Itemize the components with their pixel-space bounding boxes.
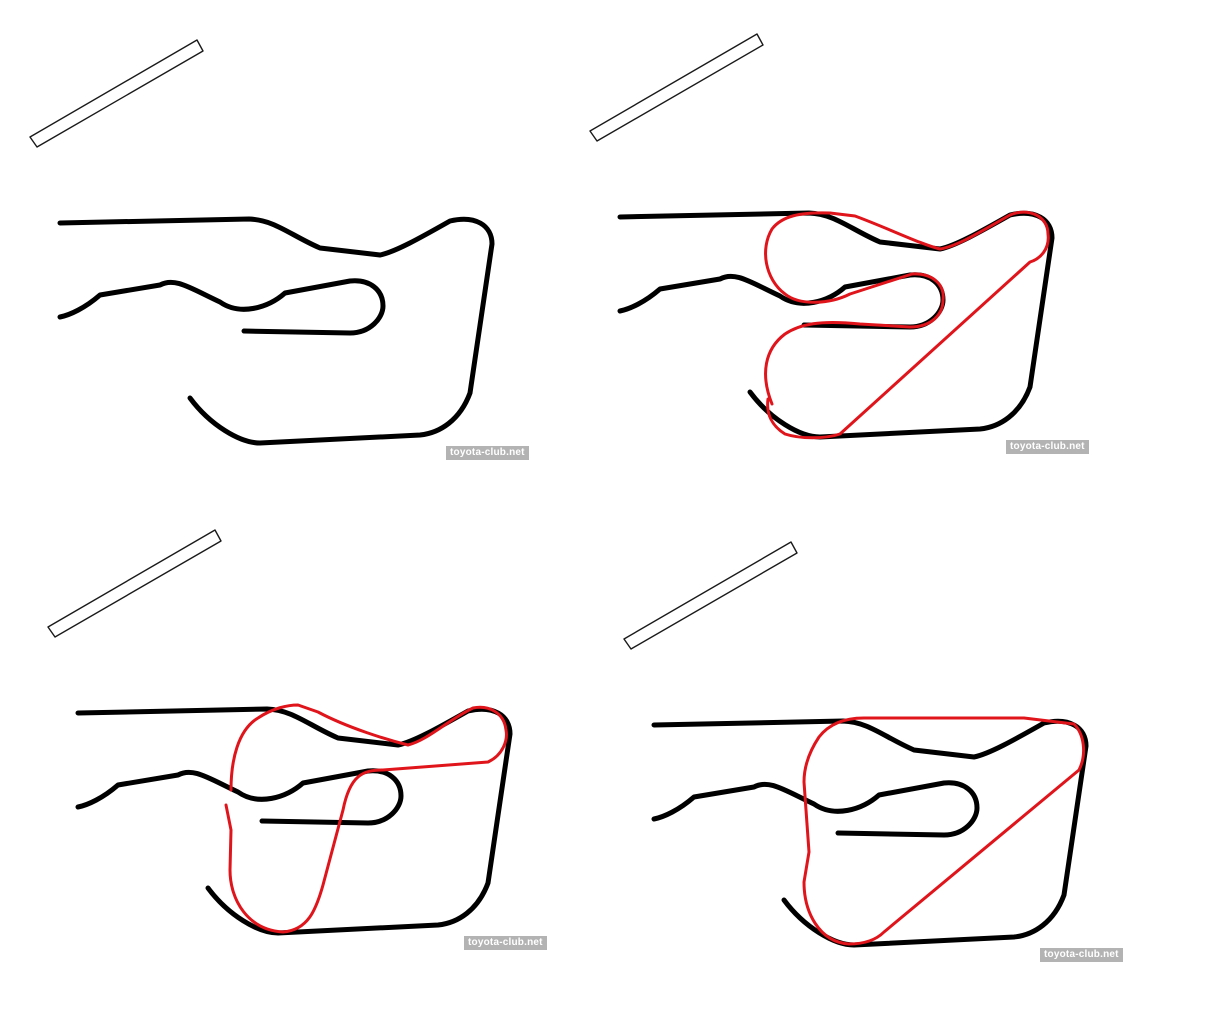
drive-belt: 5 3 6 7 2 4 1 8	[651, 718, 1089, 948]
engine-outline	[589, 33, 764, 142]
red-belt-annotation	[224, 703, 508, 934]
watermark: toyota-club.net	[464, 936, 547, 950]
watermark: toyota-club.net	[1040, 948, 1123, 962]
engine-outline	[29, 39, 204, 148]
engine-outline	[623, 541, 798, 650]
watermark: toyota-club.net	[446, 446, 529, 460]
engine-outline	[47, 529, 222, 638]
red-belt-annotation	[802, 716, 1086, 946]
drive-belt: 5 3 6 7 2 4 1 8	[57, 216, 495, 446]
red-belt-annotation	[764, 210, 1050, 440]
watermark: toyota-club.net	[1006, 440, 1089, 454]
